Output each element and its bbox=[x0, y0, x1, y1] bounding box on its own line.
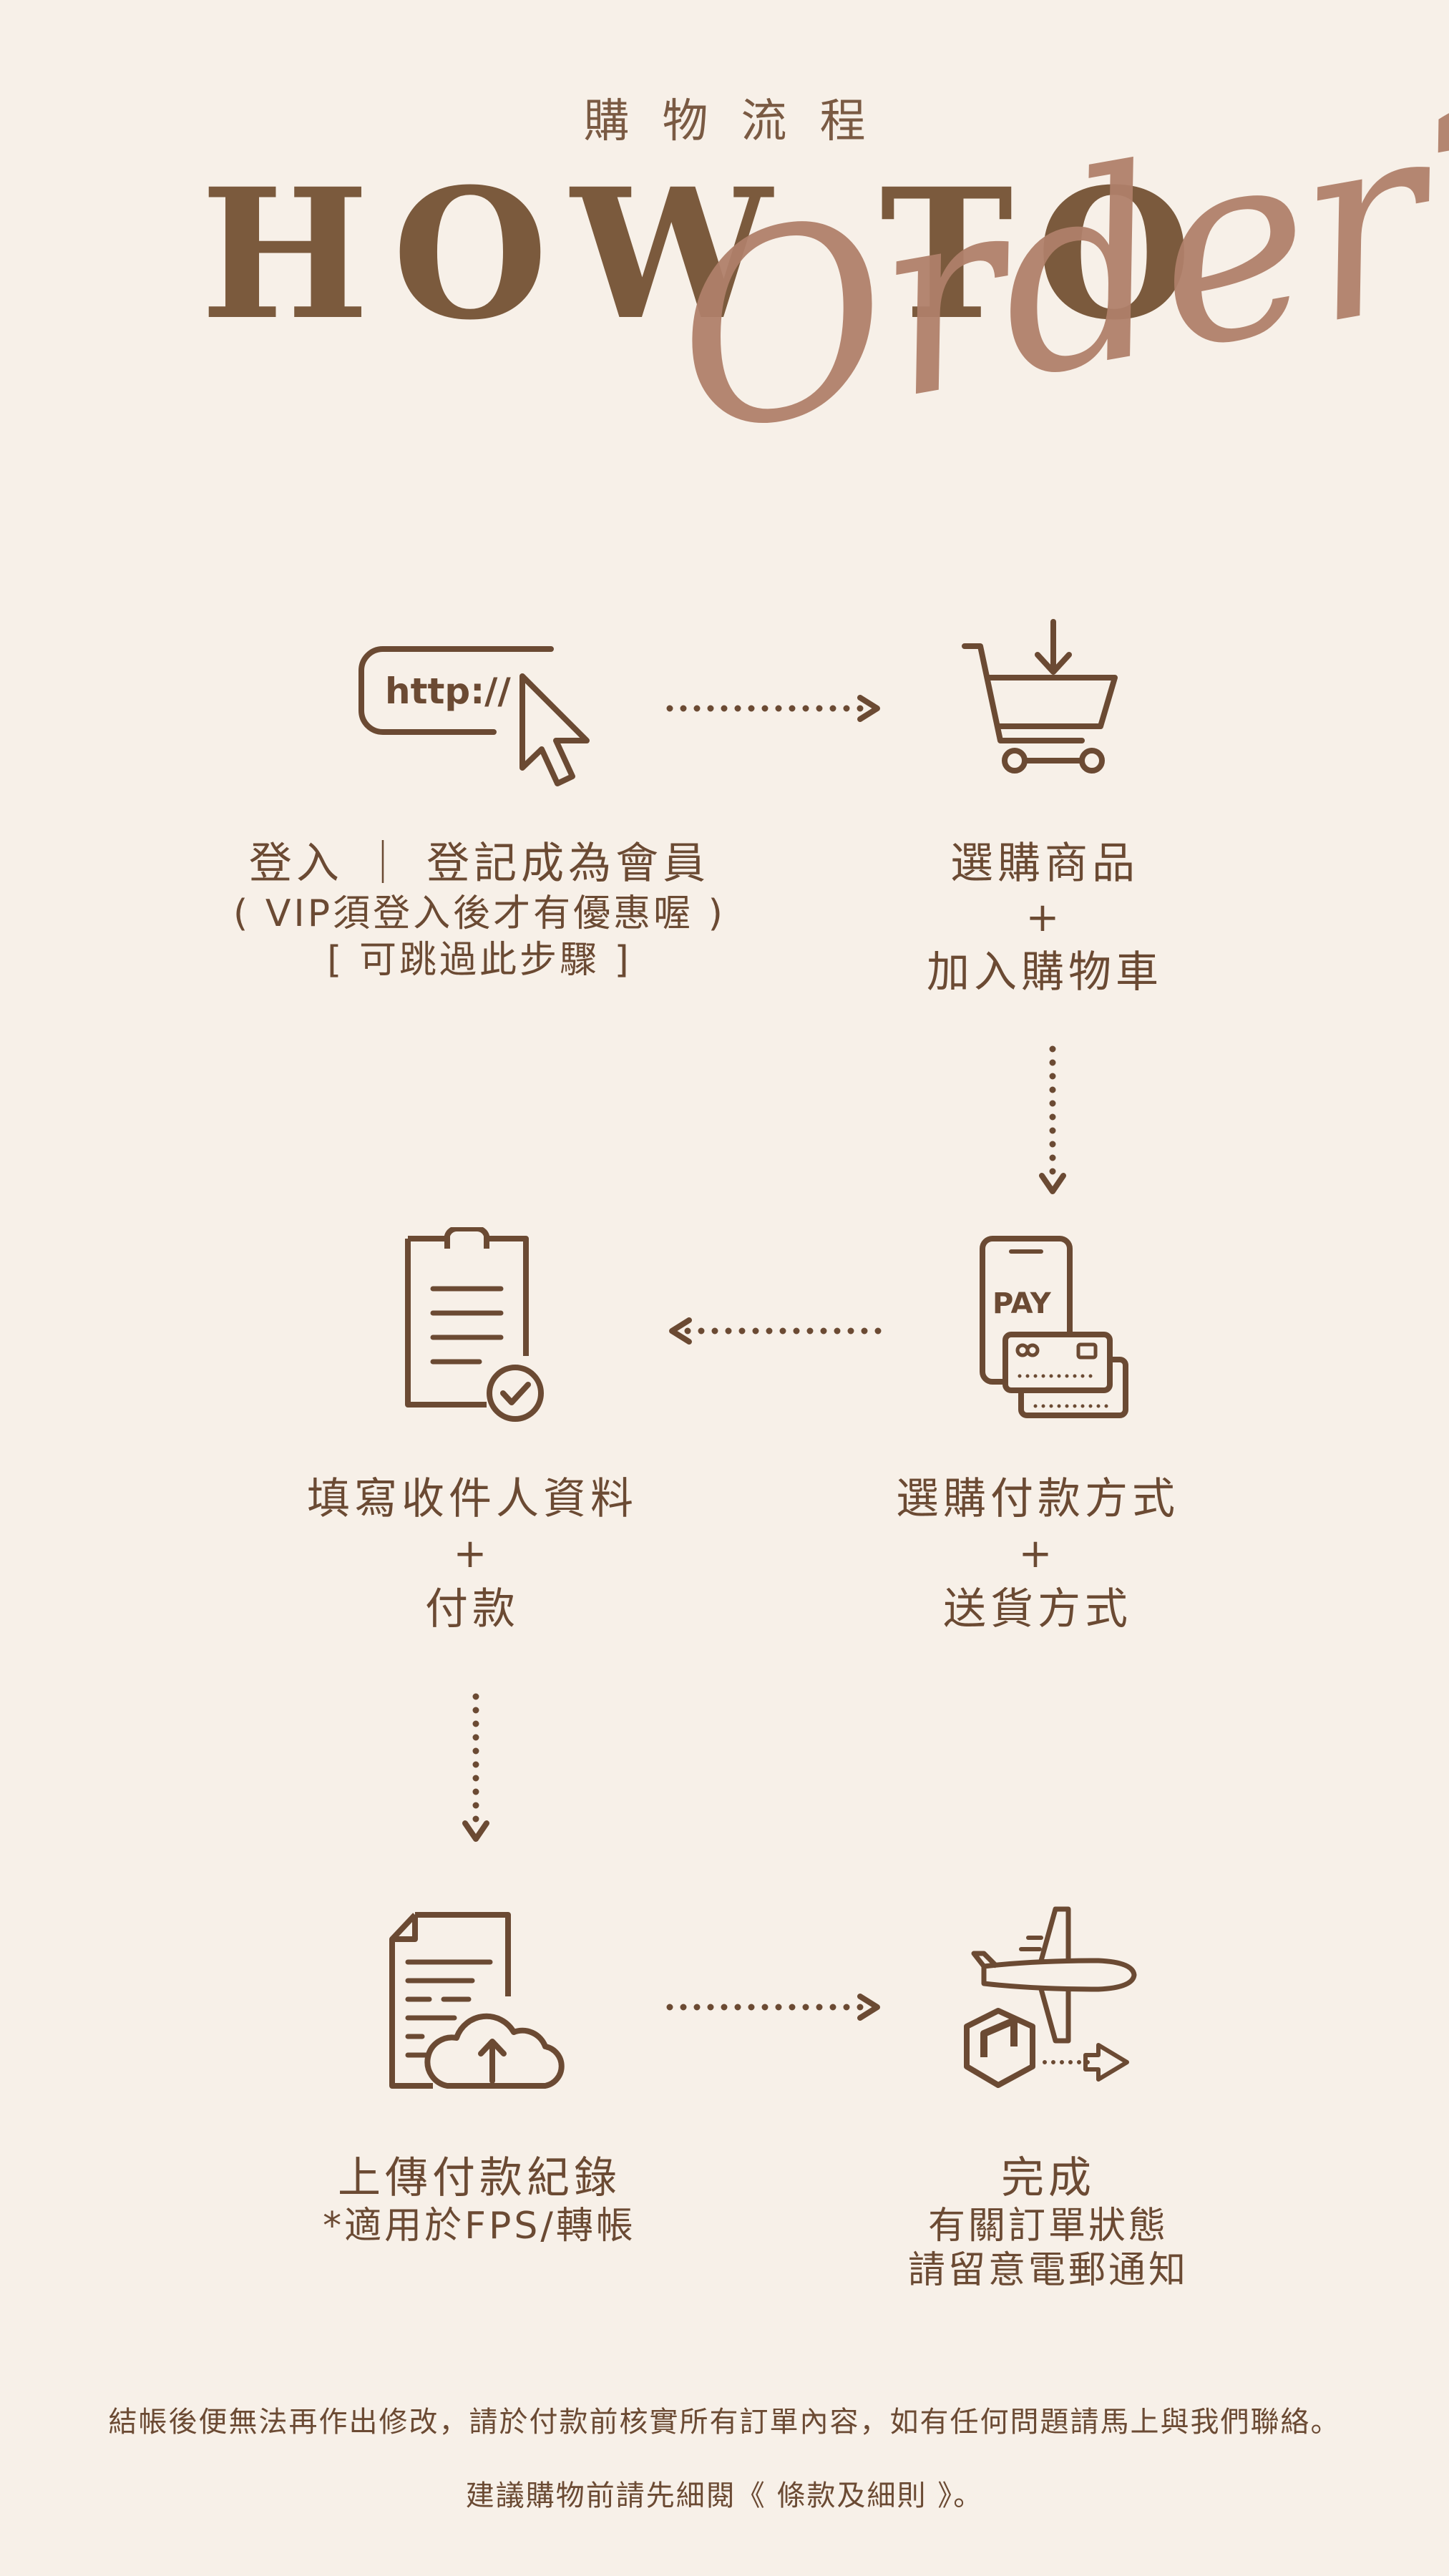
arrow-down-icon bbox=[1035, 1045, 1070, 1199]
step-payment-delivery: 選購付款方式 + 送貨方式 bbox=[816, 1470, 1259, 1639]
step-recipient-payment: 填寫收件人資料 + 付款 bbox=[236, 1470, 708, 1639]
step-complete-status: 有關訂單狀態 bbox=[927, 2205, 1169, 2248]
step-payment-plus: + bbox=[1018, 1531, 1057, 1577]
arrow-right-icon bbox=[665, 1989, 887, 2025]
step-login-note: ( VIP須登入後才有優惠喔 ) bbox=[233, 892, 726, 935]
pay-text: PAY bbox=[992, 1287, 1052, 1320]
step-complete-email: 請留意電郵通知 bbox=[907, 2249, 1189, 2293]
footer-terms-note: 建議購物前請先細閱《 條款及細則 》。 bbox=[465, 2479, 984, 2512]
step-complete: 完成 有關訂單狀態 請留意電郵通知 bbox=[830, 2152, 1267, 2293]
title-how-to: HOW TO bbox=[200, 149, 1215, 359]
footer-notice: 結帳後便無法再作出修改，請於付款前核實所有訂單內容，如有任何問題請馬上與我們聯絡… bbox=[108, 2406, 1341, 2439]
shopping-cart-icon bbox=[959, 619, 1123, 784]
step-payment-title: 選購付款方式 bbox=[896, 1474, 1179, 1524]
step-upload-note: *適用於FPS/轉帳 bbox=[323, 2205, 636, 2248]
mobile-pay-card-icon: PAY bbox=[977, 1234, 1131, 1420]
step-payment-delivery-method: 送貨方式 bbox=[943, 1584, 1132, 1634]
arrow-left-icon bbox=[662, 1313, 884, 1349]
step-select-plus: + bbox=[1025, 894, 1064, 942]
step-recipient-plus: + bbox=[453, 1531, 492, 1577]
header-eyebrow: 購物流程 bbox=[583, 95, 899, 148]
plane-package-delivery-icon bbox=[962, 1903, 1141, 2104]
clipboard-check-icon bbox=[401, 1227, 551, 1428]
arrow-right-icon bbox=[665, 691, 887, 726]
step-recipient-pay: 付款 bbox=[425, 1584, 519, 1634]
http-cursor-icon: http:// bbox=[354, 640, 597, 791]
step-upload-record: 上傳付款紀錄 *適用於FPS/轉帳 bbox=[236, 2152, 723, 2248]
http-text: http:// bbox=[385, 670, 511, 712]
step-upload-title: 上傳付款紀錄 bbox=[338, 2153, 621, 2203]
step-login: 登入 ｜ 登記成為會員 ( VIP須登入後才有優惠喔 ) [ 可跳過此步驟 ] bbox=[172, 837, 787, 984]
step-login-title: 登入 ｜ 登記成為會員 bbox=[248, 839, 711, 889]
step-complete-title: 完成 bbox=[1001, 2153, 1096, 2203]
document-cloud-upload-icon bbox=[386, 1911, 565, 2097]
arrow-down-icon bbox=[458, 1692, 494, 1846]
step-select-products: 選購商品 + 加入購物車 bbox=[830, 836, 1259, 1001]
step-login-skip: [ 可跳過此步驟 ] bbox=[327, 939, 632, 982]
step-select-cart: 加入購物車 bbox=[927, 947, 1163, 997]
step-select-title: 選購商品 bbox=[950, 839, 1139, 889]
step-recipient-title: 填寫收件人資料 bbox=[307, 1474, 638, 1524]
